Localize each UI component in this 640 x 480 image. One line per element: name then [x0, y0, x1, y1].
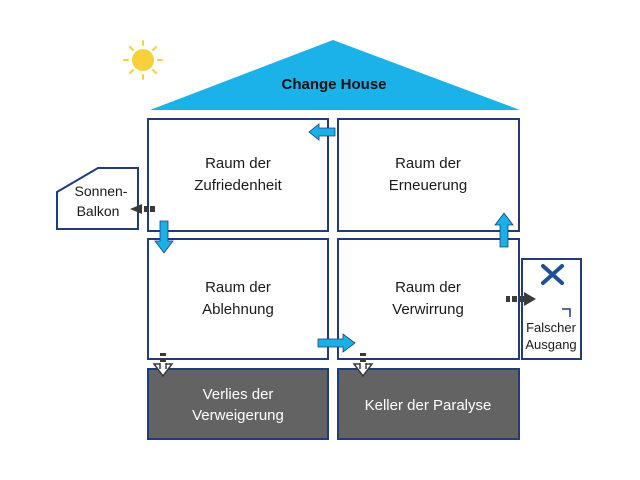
- sun-balcony-line2: Balkon: [77, 203, 120, 219]
- room-top-right: Raum der Erneuerung: [337, 118, 520, 232]
- arrow-left-icon: [308, 123, 336, 141]
- x-mark-icon: [541, 264, 564, 285]
- room-top-left-line1: Raum der: [205, 155, 271, 172]
- arrow-to-basement-right-icon: [352, 353, 374, 378]
- arrow-down-icon: [154, 220, 174, 254]
- arrow-right-icon: [317, 333, 356, 353]
- room-bottom-right-line1: Raum der: [395, 279, 461, 296]
- room-bottom-left-line1: Raum der: [205, 279, 271, 296]
- basement-right-label: Keller der Paralyse: [365, 397, 492, 414]
- roof-title: Change House: [281, 76, 386, 93]
- false-exit-line2: Ausgang: [525, 337, 576, 352]
- room-bottom-right: Raum der Verwirrung: [337, 238, 520, 360]
- basement-right: Keller der Paralyse: [337, 368, 520, 440]
- basement-left-line2: Verweigerung: [192, 407, 284, 424]
- arrow-to-balcony-icon: [130, 204, 155, 214]
- room-bottom-left: Raum der Ablehnung: [147, 238, 329, 360]
- door-handle-icon: [562, 308, 571, 317]
- sun-icon: [123, 40, 163, 80]
- basement-left: Verlies der Verweigerung: [147, 368, 329, 440]
- sun-balcony-line1: Sonnen-: [75, 183, 128, 199]
- room-top-left-line2: Zufriedenheit: [194, 177, 282, 194]
- room-top-right-line1: Raum der: [395, 155, 461, 172]
- arrow-up-icon: [494, 212, 514, 248]
- roof: Change House: [150, 40, 520, 110]
- false-exit: Falscher Ausgang: [521, 258, 582, 360]
- basement-left-line1: Verlies der: [203, 386, 274, 403]
- false-exit-line1: Falscher: [526, 320, 577, 335]
- arrow-to-basement-left-icon: [152, 353, 174, 378]
- room-top-left: Raum der Zufriedenheit: [147, 118, 329, 232]
- room-bottom-left-line2: Ablehnung: [202, 301, 274, 318]
- room-bottom-right-line2: Verwirrung: [392, 301, 464, 318]
- sun-balcony: Sonnen- Balkon: [56, 167, 139, 230]
- room-top-right-line2: Erneuerung: [389, 177, 467, 194]
- arrow-to-false-exit-icon: [506, 292, 536, 306]
